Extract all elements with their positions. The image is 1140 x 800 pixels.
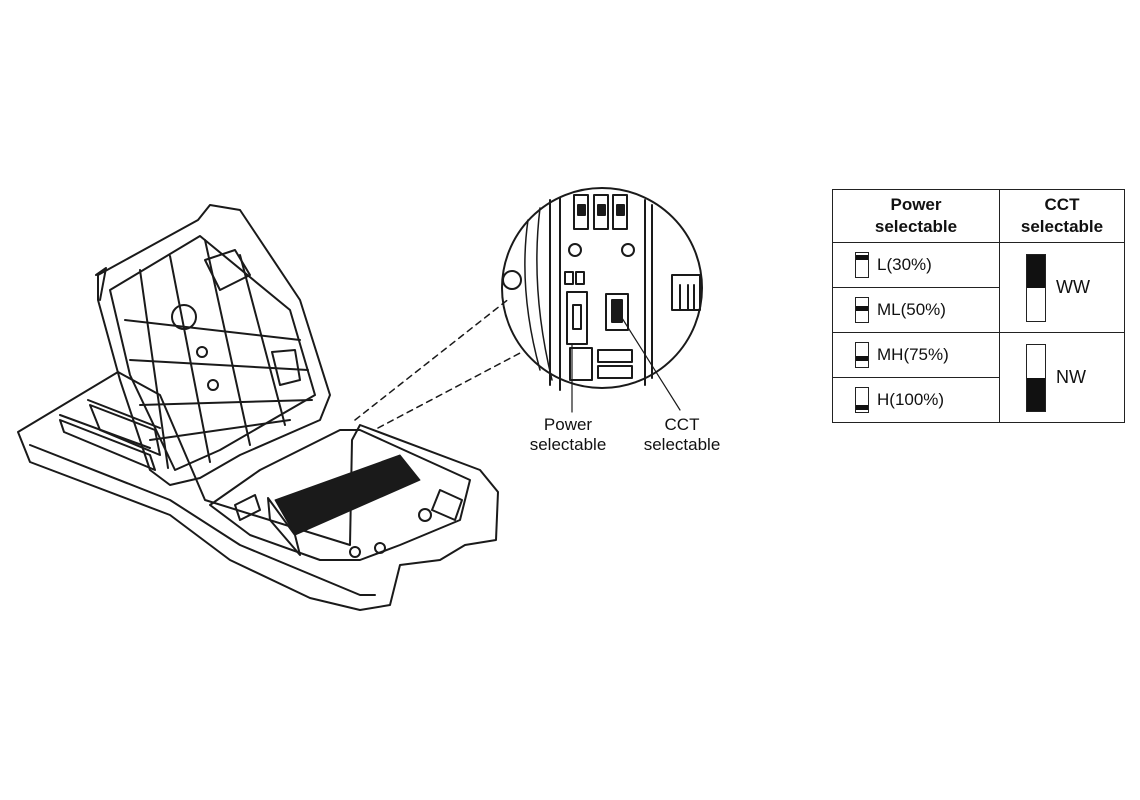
callout-line-2: selectable: [643, 435, 721, 454]
zoom-leader-line: [377, 351, 523, 429]
power-option-label: MH(75%): [877, 345, 949, 364]
header-line-2: selectable: [1020, 217, 1104, 236]
header-line-1: CCT: [1044, 195, 1080, 214]
table-header-row: Power selectable CCT selectable: [832, 189, 1125, 243]
housing-lid: [95, 204, 331, 486]
table-row: H(100%): [832, 377, 1125, 423]
power-header: Power selectable: [832, 189, 1000, 243]
callout-line-1: Power: [543, 415, 593, 434]
cct-header: CCT selectable: [999, 189, 1125, 243]
power-option-mh: MH(75%): [832, 332, 1000, 378]
cct-selectable-callout: CCT selectable: [628, 415, 736, 455]
switch-settings-table: Power selectable CCT selectable L(30%) W…: [832, 189, 1125, 423]
power-option-ml: ML(50%): [832, 287, 1000, 333]
dip-switch-icon: [1026, 343, 1046, 412]
cct-option-ww: WW: [999, 242, 1125, 333]
header-line-2: selectable: [874, 217, 958, 236]
power-option-h: H(100%): [832, 377, 1000, 423]
cct-option-label: WW: [1056, 277, 1090, 297]
cct-callout-line: [621, 317, 681, 411]
dip-switch-icon: [855, 387, 869, 413]
power-option-label: H(100%): [877, 390, 945, 409]
housing-interior: [209, 429, 471, 561]
housing-base: [17, 371, 499, 611]
power-selectable-callout: Power selectable: [510, 415, 626, 455]
power-option-l: L(30%): [832, 242, 1000, 288]
power-option-label: L(30%): [877, 255, 932, 274]
dip-switch-icon: [855, 252, 869, 278]
header-line-1: Power: [890, 195, 942, 214]
dip-switch-icon: [1026, 253, 1046, 322]
table-row: MH(75%) NW: [832, 332, 1125, 423]
dip-switch-icon: [855, 297, 869, 323]
cct-option-nw: NW: [999, 332, 1125, 423]
power-option-label: ML(50%): [877, 300, 946, 319]
zoom-leader-line: [354, 297, 511, 421]
callout-line-2: selectable: [529, 435, 607, 454]
cct-option-label: NW: [1056, 367, 1086, 387]
zoom-detail: [501, 187, 703, 391]
table-row: L(30%) WW: [832, 242, 1125, 333]
dip-switch-icon: [855, 342, 869, 368]
callout-line-1: CCT: [664, 415, 700, 434]
